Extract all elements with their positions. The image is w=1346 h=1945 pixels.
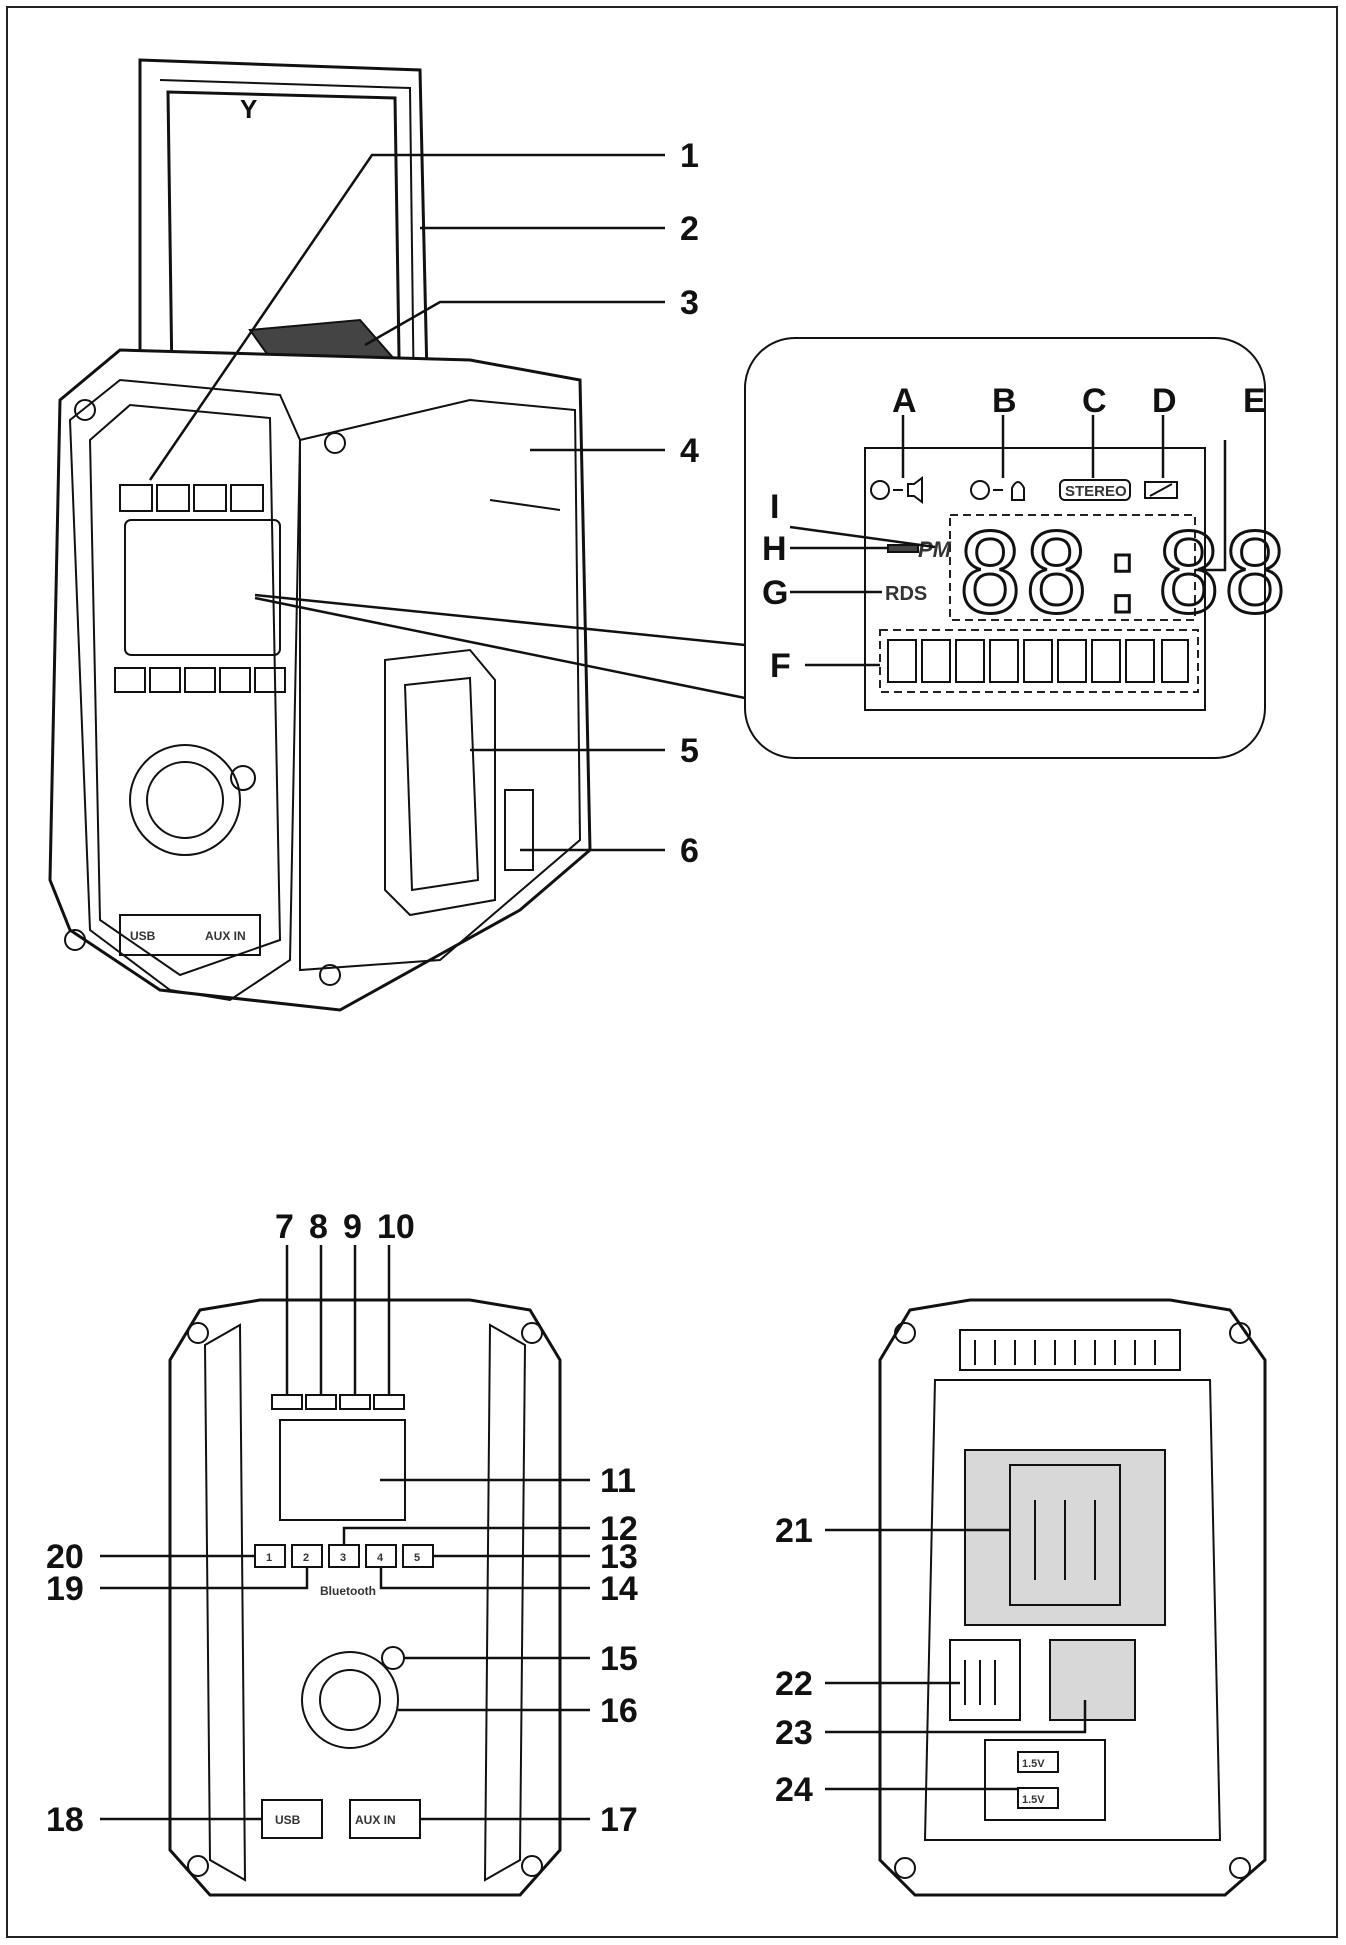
callout-G: G [762, 574, 788, 612]
callout-E: E [1243, 382, 1266, 420]
figure-frame [6, 6, 1338, 1938]
callout-F: F [770, 647, 791, 685]
callout-D: D [1152, 382, 1177, 420]
text-segment-cells [887, 639, 1189, 683]
main-callouts: 1 2 3 4 5 6 [680, 137, 699, 870]
callout-22: 22 [775, 1665, 813, 1703]
main-radio-view: Y USB AUX IN [48, 58, 592, 1012]
callout-20: 20 [46, 1538, 84, 1576]
dc-socket [504, 789, 534, 871]
callout-15: 15 [600, 1640, 638, 1678]
front-leader-lines [100, 1245, 590, 1821]
stereo-label: STEREO [1065, 483, 1127, 500]
body-display [124, 519, 281, 656]
lcd-panel [864, 447, 1206, 711]
backup-battery-compartment: 1.5V 1.5V [984, 1739, 1106, 1821]
antenna-mark: Y [240, 94, 257, 124]
lcd-detail-frame [744, 337, 1266, 759]
callout-19: 19 [46, 1570, 84, 1608]
callout-13: 13 [600, 1538, 638, 1576]
callout-3: 3 [680, 284, 699, 322]
roll-cage [68, 378, 302, 1002]
charging-connector [949, 1639, 1021, 1721]
text-segment-display [879, 629, 1199, 693]
callout-I: I [770, 488, 779, 526]
callout-18: 18 [46, 1801, 84, 1839]
callout-10: 10 [377, 1208, 415, 1246]
callout-9: 9 [343, 1208, 362, 1246]
callout-11: 11 [600, 1462, 636, 1500]
pm-indicator: PM [918, 537, 952, 562]
port-cover: USB AUX IN [119, 914, 261, 956]
battery-adapter-slot [1049, 1639, 1136, 1721]
front-tuning-knob [301, 1651, 399, 1749]
handle-hinge [959, 1329, 1181, 1371]
battery-low-icon [1144, 481, 1178, 499]
preset-3-label: 3 [340, 1552, 346, 1564]
callout-1: 1 [680, 137, 699, 175]
front-display [279, 1419, 406, 1521]
alarm-buzzer-icon [970, 480, 1025, 501]
callout-21: 21 [775, 1512, 813, 1550]
callout-H: H [762, 530, 787, 568]
power-button [230, 765, 256, 791]
back-radio-view: 1.5V 1.5V [878, 1298, 1267, 1897]
rds-indicator: RDS [885, 583, 927, 605]
back-callouts: 21 22 23 24 [775, 1512, 813, 1809]
lcd-callouts: A B C D E F G H I [762, 382, 1266, 685]
clock-digits: 88:88 [957, 510, 1288, 638]
side-speaker [384, 648, 496, 917]
bluetooth-label: Bluetooth [320, 1584, 376, 1598]
front-radio-view: 1 2 3 4 5 Bluetooth USB AUX IN [168, 1298, 562, 1897]
callout-B: B [992, 382, 1017, 420]
preset-2-label: 2 [303, 1552, 309, 1564]
callout-7: 7 [275, 1208, 294, 1246]
callout-12: 12 [600, 1510, 638, 1548]
radio-body [48, 348, 592, 1012]
usb-port-label: USB [130, 929, 156, 943]
back-leader-lines [825, 1528, 1087, 1791]
aux-port-label: AUX IN [205, 929, 246, 943]
front-aux-label: AUX IN [355, 1813, 396, 1827]
battery-label-2: 1.5V [1022, 1794, 1045, 1806]
alarm-radio-icon [870, 476, 923, 504]
callout-5: 5 [680, 732, 699, 770]
callout-17: 17 [600, 1801, 638, 1839]
callout-2: 2 [680, 210, 699, 248]
callout-A: A [892, 382, 917, 420]
front-usb-label: USB [275, 1813, 301, 1827]
callout-6: 6 [680, 832, 699, 870]
callout-24: 24 [775, 1771, 813, 1809]
signal-strength-icon [887, 544, 919, 553]
bottom-button-row [114, 667, 286, 693]
stereo-icon: STEREO [1059, 479, 1131, 501]
front-callouts: 7 8 9 10 11 12 13 14 15 16 17 18 19 20 [46, 1208, 638, 1839]
preset-1-label: 1 [266, 1552, 272, 1564]
main-leader-lines [148, 153, 746, 852]
callout-4: 4 [680, 432, 699, 470]
callout-16: 16 [600, 1692, 638, 1730]
callout-8: 8 [309, 1208, 328, 1246]
top-button-row [119, 484, 264, 512]
preset-5-label: 5 [414, 1552, 420, 1564]
callout-23: 23 [775, 1714, 813, 1752]
callout-C: C [1082, 382, 1107, 420]
front-body [168, 1298, 562, 1897]
tuning-knob [129, 744, 241, 856]
battery-label-1: 1.5V [1022, 1758, 1045, 1770]
preset-4-label: 4 [377, 1552, 384, 1564]
lcd-detail: STEREO PM RDS 88:88 [744, 337, 1290, 759]
callout-14: 14 [600, 1570, 638, 1608]
